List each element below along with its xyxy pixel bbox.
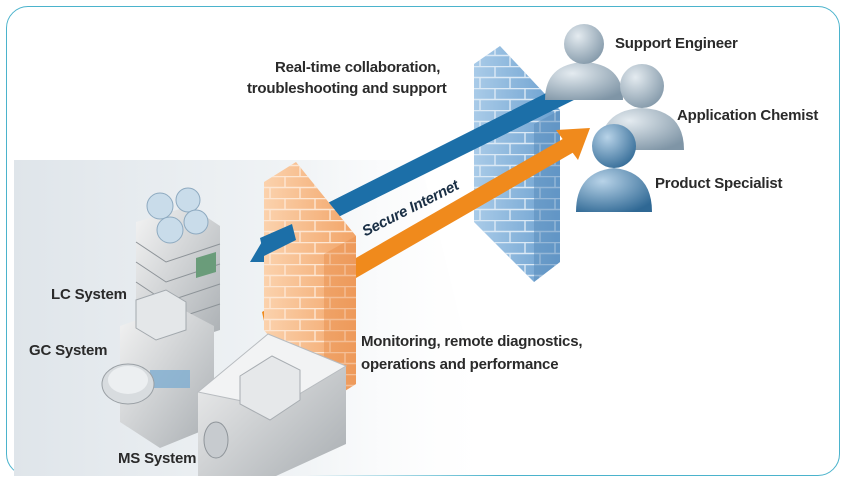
role-application-chemist: Application Chemist xyxy=(677,107,819,124)
collaboration-caption-line1: Real-time collaboration, xyxy=(275,59,441,76)
person-icon xyxy=(576,124,652,212)
blue-arrow-front xyxy=(260,224,296,256)
ms-system-label: MS System xyxy=(118,450,197,467)
role-product-specialist: Product Specialist xyxy=(655,175,783,192)
monitoring-caption-line1: Monitoring, remote diagnostics, xyxy=(361,333,583,350)
gc-system-label: GC System xyxy=(29,342,108,359)
instrument-icon xyxy=(101,289,214,448)
role-support-engineer: Support Engineer xyxy=(615,35,738,52)
monitoring-caption-line2: operations and performance xyxy=(361,356,559,373)
lc-system-label: LC System xyxy=(51,286,127,303)
person-icon xyxy=(545,24,623,100)
instrument-icon xyxy=(196,333,348,476)
collaboration-caption-line2: troubleshooting and support xyxy=(247,80,447,97)
